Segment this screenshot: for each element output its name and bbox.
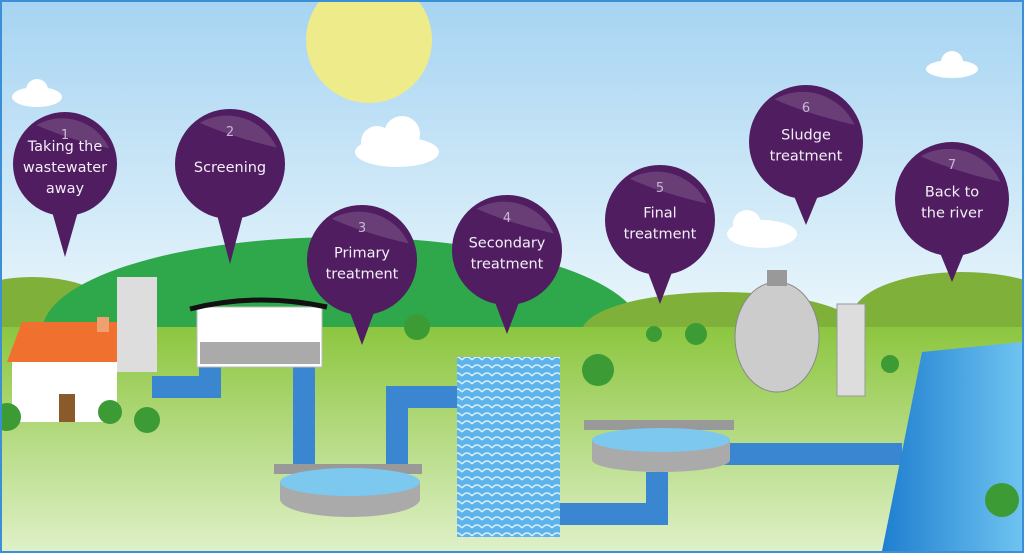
step-number: 1 [61,128,69,143]
bubble [605,165,715,275]
bubble-highlight [331,211,409,244]
step-number: 3 [358,221,366,236]
screening-building [189,297,328,368]
step-label: wastewater [23,160,107,176]
step-label: away [46,181,85,197]
step-label: Taking the [27,139,103,155]
clouds [12,51,978,248]
bubble [13,112,117,216]
trees [2,314,1019,517]
step-label: treatment [770,149,843,165]
step-label: Secondary [469,236,546,252]
bubble-pointer [646,267,674,304]
step-label: treatment [326,267,399,283]
step-label: treatment [624,227,697,243]
sun [306,2,432,103]
primary-tank [274,464,422,517]
bubble [895,142,1009,256]
bubble [307,205,417,315]
step-label: treatment [471,257,544,273]
step-label: Sludge [781,128,831,144]
step-label: Back to [925,185,979,201]
step-number: 7 [948,158,956,173]
bubble-pointer [348,307,376,345]
bubble [452,195,562,305]
bubble-highlight [199,115,277,148]
step-number: 6 [802,101,810,116]
step-number: 5 [656,181,664,196]
step-number: 4 [503,211,511,226]
bubble [749,85,863,199]
bubble-pointer [792,191,820,225]
bubble-highlight [774,91,855,125]
filter-beds [457,357,560,537]
final-tank [584,420,734,472]
tower-block [117,277,157,372]
bubble [175,109,285,219]
bubble-pointer [216,211,244,264]
bubble-highlight [476,201,554,234]
step-label: the river [921,206,983,222]
step-number: 2 [226,125,234,140]
bubble-pointer [51,208,79,257]
digester [734,270,866,397]
step-label: Primary [334,246,390,262]
bubble-highlight [920,148,1001,182]
step-label: Screening [194,160,266,176]
step-label: Final [643,206,676,222]
bubble-highlight [629,171,707,204]
bubble-pointer [938,248,966,282]
bubble-pointer [493,297,521,334]
bubble-highlight [36,118,110,149]
